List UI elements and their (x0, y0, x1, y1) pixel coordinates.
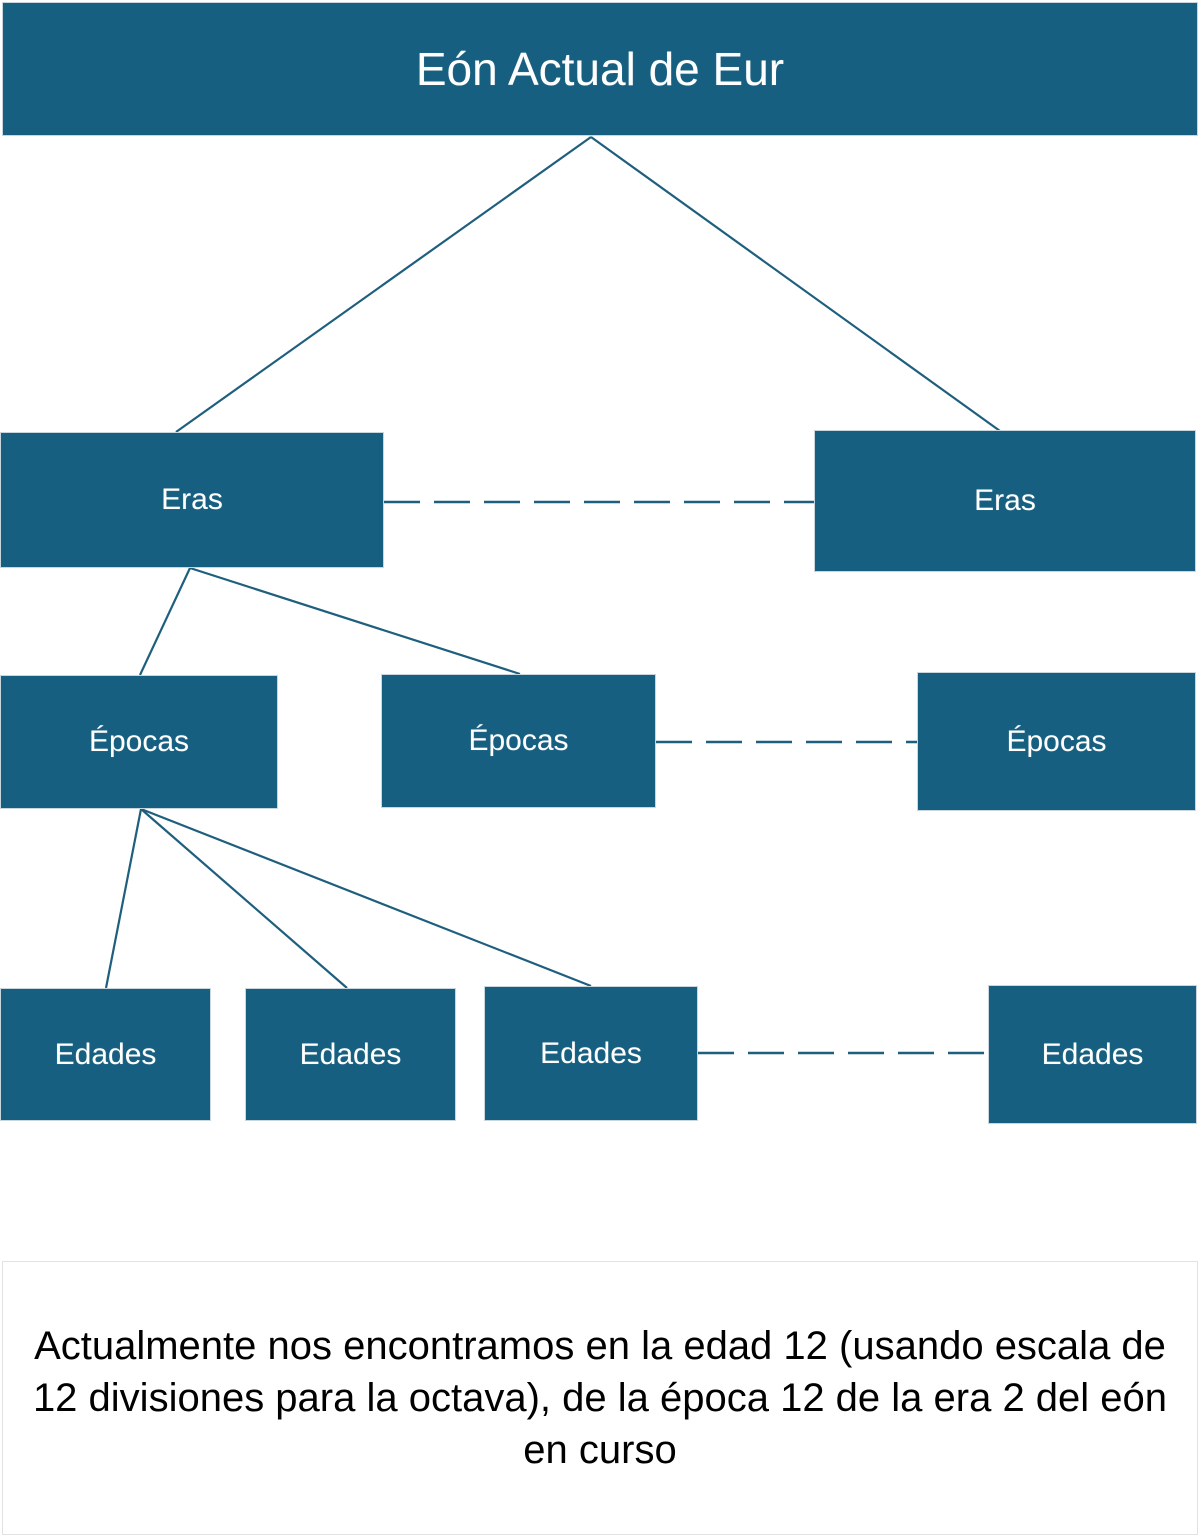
node-edad-4-label: Edades (1041, 1037, 1144, 1071)
node-era-1-label: Eras (161, 483, 223, 516)
connector-era1-to-epoca-2 (189, 566, 521, 676)
node-edad-2-label: Edades (299, 1037, 402, 1071)
connector-era1-to-epoca-1 (139, 567, 191, 676)
node-epoca-2[interactable]: Épocas (381, 674, 656, 808)
connector-epoca1-to-edad-1 (104, 808, 143, 989)
caption-panel: Actualmente nos encontramos en la edad 1… (2, 1261, 1198, 1535)
caption-text: Actualmente nos encontramos en la edad 1… (32, 1324, 1168, 1472)
node-epoca-3-label: Épocas (1006, 724, 1107, 758)
connector-epoca1-to-edad-2 (140, 808, 348, 989)
node-edad-1-label: Edades (54, 1037, 157, 1071)
node-epoca-2-label: Épocas (468, 724, 569, 757)
node-edad-2[interactable]: Edades (245, 988, 456, 1121)
node-era-2-label: Eras (974, 484, 1036, 517)
node-epoca-3[interactable]: Épocas (917, 672, 1196, 811)
node-eon-root[interactable]: Eón Actual de Eur (2, 2, 1198, 136)
node-edad-3-label: Edades (540, 1036, 642, 1070)
node-edad-4[interactable]: Edades (988, 985, 1197, 1124)
node-edad-3[interactable]: Edades (484, 986, 698, 1121)
node-eon-root-label: Eón Actual de Eur (415, 43, 785, 95)
node-era-1[interactable]: Eras (0, 432, 384, 568)
connector-epoca1-to-edad-3 (140, 807, 592, 988)
node-edad-1[interactable]: Edades (0, 988, 211, 1121)
node-epoca-1-label: Épocas (88, 725, 190, 758)
connector-root-to-era-2 (590, 136, 1001, 432)
node-era-2[interactable]: Eras (814, 430, 1196, 572)
connector-root-to-era-1 (175, 136, 592, 433)
node-epoca-1[interactable]: Épocas (0, 675, 278, 809)
